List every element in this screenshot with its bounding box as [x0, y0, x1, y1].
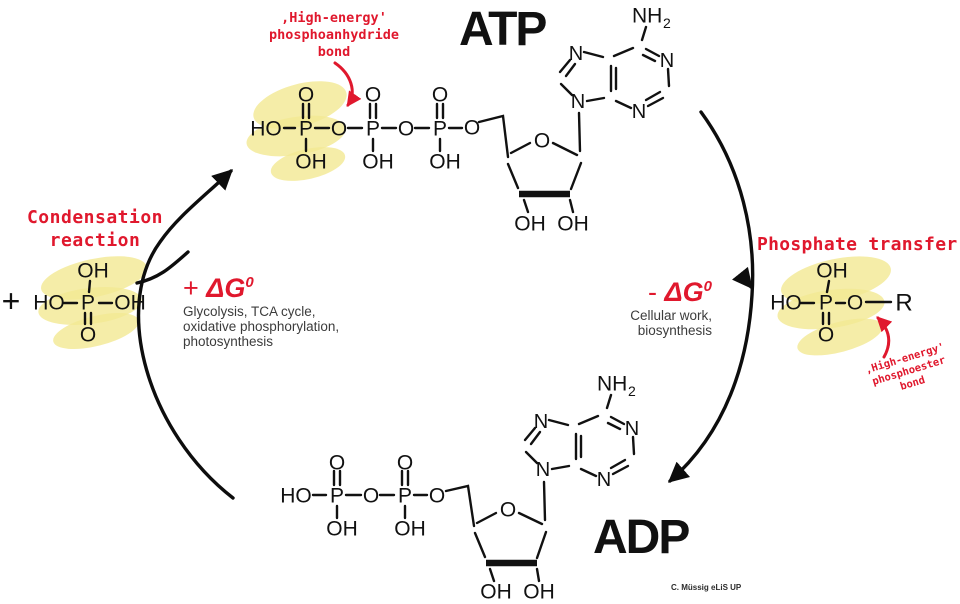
atom-oh: OH — [523, 581, 555, 604]
atom-o: O — [534, 130, 550, 153]
atom-oh: OH — [326, 518, 358, 541]
atom-n: N — [660, 50, 674, 72]
delta-g-plus: + ΔG0 — [183, 273, 254, 303]
delta-g-plus-desc3: photosynthesis — [183, 334, 274, 349]
atom-oh: OH — [362, 151, 394, 174]
anhydride-line2: phosphoanhydride — [268, 27, 400, 43]
atom-oh: OH — [394, 518, 426, 541]
delta-g-plus-block: + ΔG0 Glycolysis, TCA cycle, oxidative p… — [183, 267, 339, 349]
anhydride-line3: bond — [317, 44, 351, 60]
atom-oh: OH — [816, 260, 848, 283]
atom-o: O — [397, 452, 413, 475]
delta-g-plus-desc1: Glycolysis, TCA cycle, — [183, 304, 316, 319]
atp-adenine-bonds — [558, 25, 671, 110]
atom-r-group: R — [895, 290, 912, 317]
atom-o: O — [432, 84, 448, 107]
atp-title: ATP — [459, 3, 547, 56]
atom-o: O — [329, 452, 345, 475]
atom-oh: OH — [557, 213, 589, 236]
delta-g-plus-desc2: oxidative phosphorylation, — [183, 319, 340, 334]
atom-o: O — [464, 117, 480, 140]
arrow-adp-to-atp — [136, 169, 235, 500]
atom-ho: HO — [280, 485, 312, 508]
adp-title: ADP — [593, 511, 690, 564]
atom-o: O — [500, 499, 516, 522]
atom-n: N — [597, 469, 611, 491]
phosphate-transfer-label: Phosphate transfer — [757, 234, 958, 255]
highlight-inorganic-phosphate — [38, 256, 147, 350]
atom-p: P — [81, 292, 95, 315]
atom-o: O — [818, 324, 834, 347]
condensation-line2: reaction — [49, 230, 141, 251]
atom-p: P — [366, 118, 380, 141]
atom-oh: OH — [480, 581, 512, 604]
atom-oh: OH — [295, 151, 327, 174]
atp-triphosphate-bonds — [282, 102, 510, 159]
atom-sub2: 2 — [663, 15, 671, 31]
atom-o: O — [398, 118, 414, 141]
r-phosphate-bonds — [799, 279, 893, 326]
delta-g-minus-block: - ΔG0 Cellular work, biosynthesis — [540, 271, 712, 338]
atom-p: P — [398, 485, 412, 508]
atom-n: N — [569, 43, 583, 65]
atom-oh: OH — [514, 213, 546, 236]
atom-n: N — [625, 418, 639, 440]
red-arrow-anhydride-bond — [333, 61, 362, 107]
atom-o: O — [365, 84, 381, 107]
pi-bonds — [62, 279, 114, 326]
highlight-gamma-phosphate — [246, 81, 347, 181]
anhydride-line1: ‚High-energy' — [281, 10, 387, 26]
atom-o: O — [363, 485, 379, 508]
atom-n: N — [534, 411, 548, 433]
cycle-arrows — [135, 110, 755, 500]
atom-nh: NH — [597, 373, 627, 396]
atom-labels: HO P O P O P O O O O OH OH OH O OH OH N … — [2, 5, 913, 604]
atom-n: N — [536, 459, 550, 481]
atom-n: N — [632, 101, 646, 123]
atom-ho: HO — [770, 292, 802, 315]
plus-sign: + — [2, 283, 21, 319]
atom-p: P — [433, 118, 447, 141]
atom-o: O — [331, 118, 347, 141]
delta-g-minus-desc2: biosynthesis — [637, 323, 712, 338]
atom-o: O — [847, 292, 863, 315]
condensation-line1: Condensation — [26, 207, 164, 228]
condensation-label: Condensation reaction — [20, 206, 170, 252]
atom-n: N — [571, 91, 585, 113]
line-pi-join — [135, 250, 190, 285]
atom-p: P — [330, 485, 344, 508]
atom-oh: OH — [114, 292, 146, 315]
atom-oh: OH — [429, 151, 461, 174]
atom-sub2: 2 — [628, 383, 636, 399]
highlight-phosphoester — [777, 256, 891, 356]
atom-o: O — [298, 84, 314, 107]
atom-oh: OH — [77, 260, 109, 283]
adp-ribose — [473, 480, 548, 583]
arrow-atp-to-adp — [667, 110, 755, 483]
arrow-branch-phosphate-transfer — [731, 266, 753, 290]
credit-text: C. Müssig eLiS UP — [671, 583, 742, 592]
atom-o: O — [80, 324, 96, 347]
red-arrow-ester-bond — [876, 316, 893, 359]
atom-p: P — [299, 118, 313, 141]
atom-p: P — [819, 292, 833, 315]
anhydride-bond-label: ‚High-energy' phosphoanhydride bond — [253, 10, 415, 61]
atom-o: O — [429, 485, 445, 508]
atom-ho: HO — [33, 292, 65, 315]
atp-ribose — [506, 111, 583, 214]
adp-adenine-bonds — [523, 393, 636, 478]
delta-g-minus: - ΔG0 — [648, 277, 712, 307]
delta-g-minus-desc1: Cellular work, — [630, 308, 712, 323]
atom-ho: HO — [250, 118, 282, 141]
adp-diphosphate-bonds — [311, 469, 476, 528]
atom-nh: NH — [632, 5, 662, 28]
